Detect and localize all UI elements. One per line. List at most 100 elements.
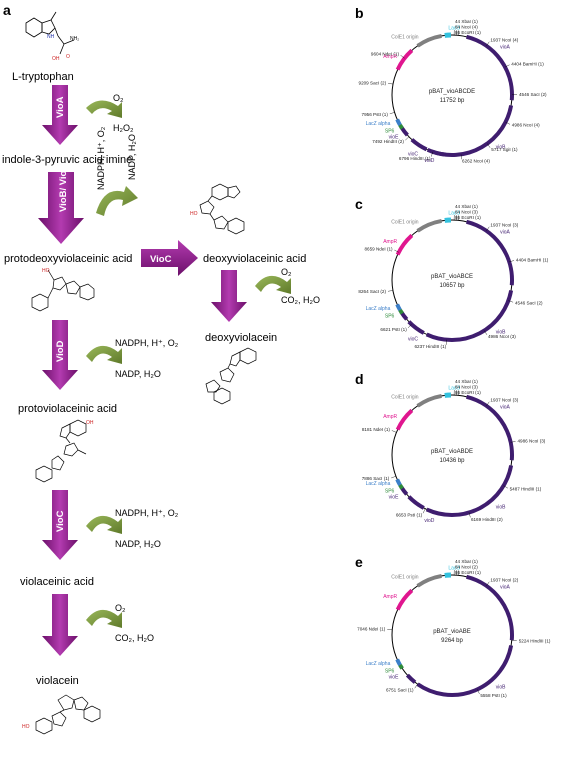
cole1-origin-arc [416, 33, 442, 48]
cofactor-arrow-1 [86, 100, 122, 118]
cofactor-o2-dv: O₂ [281, 267, 292, 277]
restriction-site-label: 86 EcoRI (1) [455, 570, 481, 575]
gene-label-laco: LacO [448, 566, 460, 572]
gene-label-lacz-alpha: LacZ alpha [366, 661, 391, 667]
cofactor-arrow-3 [86, 345, 122, 364]
cofactor-o2-1: O₂ [113, 93, 124, 103]
enzyme-arrow-vioa [42, 85, 78, 145]
cofactor-nadph-top: NADPH, H⁺, O₂ [96, 126, 106, 190]
compound-deoxyviolaceinic-acid: deoxyviolaceinic acid [203, 253, 306, 265]
plasmid-size: 10657 bp [439, 283, 465, 289]
vioD-gene-arc [407, 495, 425, 510]
site-tick [458, 30, 459, 36]
panel-label-a: a [3, 2, 11, 18]
gene-label-cole1-origin: ColE1 origin [391, 394, 418, 400]
cole1-origin-arc [416, 573, 442, 588]
compound-violaceinic-acid: violaceinic acid [20, 576, 94, 588]
restriction-site-label: 6653 PstI (1) [396, 512, 423, 517]
site-tick [458, 390, 459, 396]
gene-label-vioa: vioA [500, 44, 510, 50]
site-tick [391, 476, 396, 479]
ampr-gene-arc [395, 588, 414, 611]
gene-label-ampr: AmpR [383, 414, 397, 420]
restriction-site-label: 6169 HindIII (2) [471, 517, 503, 522]
compound-l-tryptophan: L-tryptophan [12, 71, 74, 83]
panel-label-c: c [355, 196, 363, 212]
cofactor-arrow-6 [255, 275, 291, 294]
restriction-site-label: 84 NcoI (3) [455, 210, 478, 215]
cofactor-nadph-c: NADPH, H⁺, O₂ [115, 508, 179, 518]
gene-label-viod: vioD [424, 518, 434, 524]
site-tick [460, 154, 462, 160]
plasmid-name: pBAT_vioABCE [431, 274, 473, 280]
protodeoxyviolaceinic-structure [31, 269, 95, 312]
restriction-site-label: 4404 BamHI (1) [511, 61, 544, 66]
compound-violacein: violacein [36, 675, 79, 687]
plasmid-name: pBAT_vioABCDE [429, 89, 475, 95]
vioB-gene-arc [416, 645, 514, 697]
vioD-gene-arc [426, 147, 446, 157]
cole1-origin-arc [416, 393, 442, 408]
enzyme-arrow-vioc [42, 490, 78, 560]
gene-label-laco: LacO [448, 26, 460, 32]
gene-label-lacz-alpha: LacZ alpha [366, 481, 391, 487]
restriction-site-label: 84 NcoI (4) [455, 25, 478, 30]
oh-label: OH [52, 56, 60, 62]
sp6-arc [398, 483, 404, 490]
gene-label-cole1-origin: ColE1 origin [391, 34, 418, 40]
gene-label-cole1-origin: ColE1 origin [391, 574, 418, 580]
cole1-origin-arc [416, 218, 442, 233]
gene-label-vioa: vioA [500, 404, 510, 410]
cofactor-o2-v: O₂ [115, 603, 126, 613]
gene-label-lacz-alpha: LacZ alpha [366, 121, 391, 127]
vioC-gene-arc [407, 320, 425, 335]
cofactor-nadph-d: NADPH, H⁺, O₂ [115, 338, 179, 348]
vioe-gene-arc [405, 673, 417, 684]
plasmid-size: 9264 bp [441, 638, 463, 644]
site-tick [391, 430, 397, 433]
gene-label-vioe: vioE [389, 134, 399, 140]
vioB-gene-arc [425, 290, 514, 342]
gene-label-sp6: SP6 [385, 129, 395, 135]
plasmid-name: pBAT_vioABE [433, 629, 471, 635]
restriction-site-label: 8264 SacI (2) [358, 289, 386, 294]
site-tick [486, 226, 490, 231]
gene-label-viod: vioD [424, 158, 434, 164]
site-tick [422, 508, 426, 514]
enzyme-arrow-dv [211, 270, 247, 322]
site-tick [400, 55, 405, 59]
cofactor-arrow-5 [86, 609, 122, 628]
restriction-site-label: 8181 NdeI (1) [362, 427, 391, 432]
vioA-gene-arc [466, 394, 514, 461]
cofactor-nadp-d: NADP, H₂O [115, 369, 161, 379]
restriction-site-label: 6621 PstI (1) [380, 327, 407, 332]
restriction-site-label: 4546 SacI (2) [515, 300, 543, 305]
site-tick [414, 684, 418, 689]
restriction-site-label: 86 EcoRI (1) [455, 215, 481, 220]
restriction-site-label: 7492 HindIII (2) [372, 139, 404, 144]
gene-label-sp6: SP6 [385, 314, 395, 320]
enzyme-label-viobe: VioB/ VioE [58, 164, 69, 212]
restriction-site-label: 4986 NcoI (3) [488, 334, 516, 339]
ampr-gene-arc [395, 408, 414, 431]
cofactor-nadp-top: NADP, H₂O [127, 134, 137, 180]
restriction-site-label: 84 NcoI (3) [455, 385, 478, 390]
enzyme-label-vioc-top: VioC [150, 254, 172, 265]
restriction-site-label: 9604 NdeI (1) [371, 52, 400, 57]
gene-label-lacz-alpha: LacZ alpha [366, 306, 391, 312]
restriction-site-label: 1937 NcoI (3) [490, 223, 518, 228]
gene-label-vioe: vioE [389, 494, 399, 500]
ampr-gene-arc [395, 233, 414, 256]
site-tick [486, 401, 490, 406]
oh-label-pva: OH [86, 420, 94, 426]
restriction-site-label: 6237 HindIII (1) [414, 344, 446, 349]
restriction-site-label: 44 XbaI (1) [455, 204, 478, 209]
vioA-gene-arc [466, 574, 514, 641]
lacz-alpha-arc [395, 478, 402, 486]
lacz-alpha-arc [395, 658, 402, 666]
plasmid-size: 11752 bp [440, 98, 465, 104]
site-tick [388, 83, 394, 85]
site-tick [477, 689, 480, 694]
